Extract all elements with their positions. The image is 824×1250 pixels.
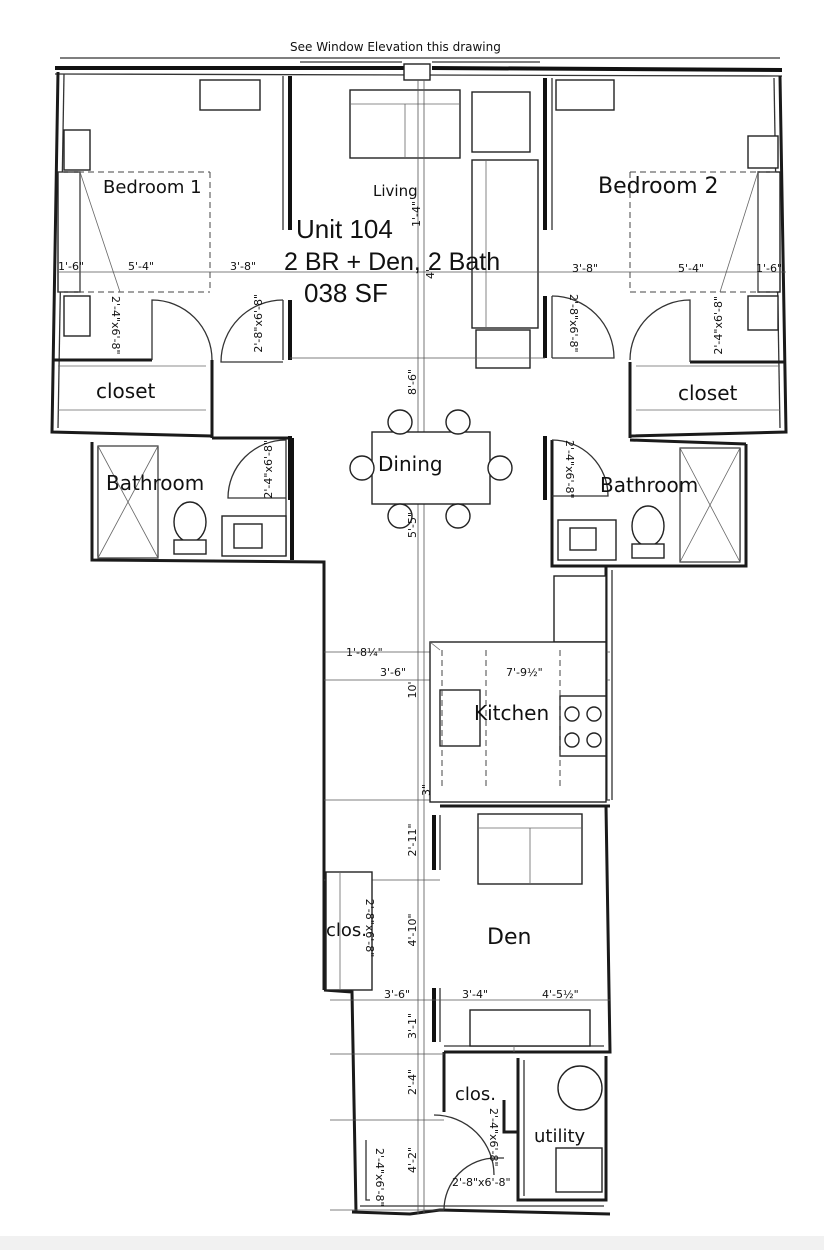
kitchen-fixtures: [429, 575, 607, 803]
dimension-label: 2'-11": [406, 823, 419, 856]
dimension-label: 2'-4"x6'-8": [563, 440, 576, 499]
dimension-label: 1'-8¼": [346, 646, 383, 659]
toilet-left: [173, 501, 207, 543]
dimension-label: 5'-4": [128, 260, 154, 273]
bedroom-1-furniture: [57, 79, 261, 337]
dimension-label: 3'-1": [406, 1013, 419, 1039]
unit-configuration: 2 BR + Den, 2 Bath: [284, 248, 500, 276]
dimension-label: 2'-4"x6'-8": [109, 296, 122, 355]
dimension-label: 2'-4"x6'-8": [262, 440, 275, 499]
room-label-living: Living: [373, 182, 418, 200]
dimension-label: 4'-5½": [542, 988, 579, 1001]
dimension-label: 1'-4": [410, 201, 423, 227]
dimension-label: 2'-4"x6'-8": [487, 1108, 500, 1167]
den-furniture: [469, 813, 591, 1052]
dimension-label: 8'-6": [406, 369, 419, 395]
dimension-label: 2'-4"x6'-8": [712, 296, 725, 355]
room-label-closet-right: closet: [678, 381, 738, 405]
living-furniture: [349, 89, 539, 369]
unit-title: Unit 104 2 BR + Den, 2 Bath 038 SF: [284, 214, 500, 308]
dimension-label: 3'-8": [230, 260, 256, 273]
bathroom-right-fixtures: [557, 447, 741, 563]
bottom-strip: [0, 1236, 824, 1250]
window-elevation-note: See Window Elevation this drawing: [290, 40, 501, 54]
dimension-lines: [58, 271, 786, 1211]
burner-4: [586, 732, 602, 748]
dimension-label: 4'-10": [406, 913, 419, 946]
room-label-clos-left: clos.: [326, 920, 367, 941]
dimension-label: 2'-4": [406, 1069, 419, 1095]
room-label-bathroom-right: Bathroom: [600, 473, 698, 497]
room-label-closet-left: closet: [96, 379, 156, 403]
dimension-label: 2'-4"x6'-8": [373, 1148, 386, 1207]
bedroom-2-furniture: [555, 79, 781, 331]
dimension-label: 4': [424, 269, 437, 279]
left-closet: [325, 871, 373, 991]
room-label-bedroom-2: Bedroom 2: [598, 174, 719, 199]
dimension-label: 1'-6": [756, 262, 782, 275]
walls: [50, 71, 788, 1216]
unit-square-footage: 038 SF: [304, 278, 388, 308]
dining-table: [349, 409, 513, 529]
room-label-den: Den: [487, 925, 531, 950]
dimension-label: 10': [406, 681, 419, 698]
dimension-label: 5'-4": [678, 262, 704, 275]
dimension-label: 2'-8"x6'-8": [252, 294, 265, 353]
room-label-utility: utility: [534, 1126, 586, 1147]
dimension-label: 4'-2": [406, 1147, 419, 1173]
dimension-label: 2'-8"x6'-8": [452, 1176, 511, 1189]
dimension-label: 2'-8"x6'-8": [363, 899, 376, 958]
room-label-kitchen: Kitchen: [474, 701, 549, 725]
bathroom-left-fixtures: [97, 445, 287, 559]
water-heater-icon: [557, 1065, 603, 1111]
unit-number: Unit 104: [296, 214, 393, 244]
room-label-bathroom-left: Bathroom: [106, 471, 204, 495]
room-label-dining: Dining: [378, 452, 443, 476]
burner-1: [564, 706, 580, 722]
dimension-label: 3'-4": [462, 988, 488, 1001]
dimension-label: 3'-8": [572, 262, 598, 275]
dimension-label: 7'-9½": [506, 666, 543, 679]
dimension-label: 3'-6": [380, 666, 406, 679]
utility-fixtures: [555, 1065, 603, 1193]
room-label-clos-bottom: clos.: [455, 1084, 496, 1105]
dimension-label: 5'-5": [406, 512, 419, 538]
dimension-label: 2'-8"x6'-8": [567, 294, 580, 353]
exterior-top-wall: [54, 57, 783, 81]
dimension-labels: 1'-6" 5'-4" 3'-8" 3'-8" 5'-4" 1'-6" 3'-6…: [58, 201, 782, 1207]
dimension-label: 3": [420, 784, 433, 796]
dimension-label: 1'-6": [58, 260, 84, 273]
toilet-right: [631, 505, 665, 547]
burner-3: [564, 732, 580, 748]
room-label-bedroom-1: Bedroom 1: [103, 177, 202, 198]
burner-2: [586, 706, 602, 722]
dimension-label: 3'-6": [384, 988, 410, 1001]
closets: [58, 365, 780, 411]
